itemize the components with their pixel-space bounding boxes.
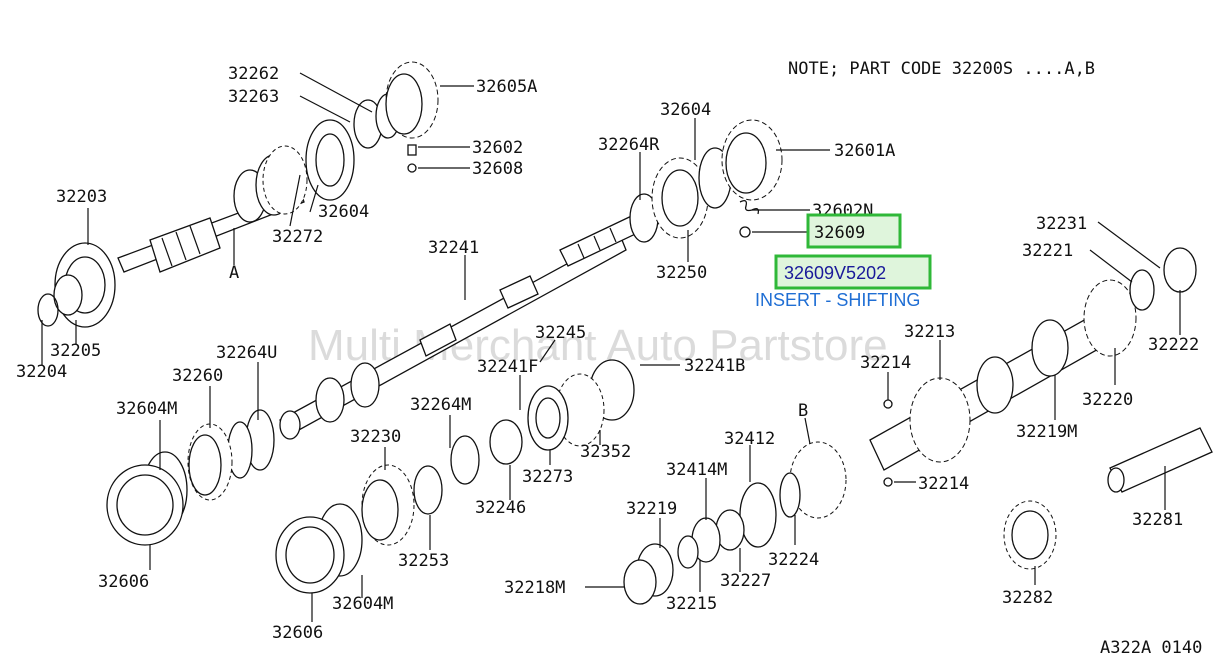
- label-32606-bottom[interactable]: 32606: [272, 623, 323, 643]
- synchro-group-left: [106, 409, 275, 546]
- label-32262[interactable]: 32262: [228, 64, 279, 84]
- label-32264R[interactable]: 32264R: [598, 135, 660, 155]
- synchro-group-center: [275, 359, 635, 594]
- part-description: INSERT - SHIFTING: [755, 290, 920, 310]
- label-32601A[interactable]: 32601A: [834, 141, 895, 161]
- label-32220[interactable]: 32220: [1082, 390, 1133, 410]
- reverse-gear-group: [629, 119, 783, 243]
- label-32281[interactable]: 32281: [1132, 510, 1183, 530]
- part-number[interactable]: 32609V5202: [784, 263, 886, 283]
- part-labels: 32262 32263 32605A 32602 32608 32604 322…: [16, 64, 1199, 643]
- label-32214-bottom[interactable]: 32214: [918, 474, 969, 494]
- label-32241B[interactable]: 32241B: [684, 356, 745, 376]
- label-32203[interactable]: 32203: [56, 187, 107, 207]
- label-32606-left[interactable]: 32606: [98, 572, 149, 592]
- label-32604-top[interactable]: 32604: [318, 202, 369, 222]
- label-32604M-left[interactable]: 32604M: [116, 399, 177, 419]
- label-32213[interactable]: 32213: [904, 322, 955, 342]
- reverse-idler-shaft: [1003, 427, 1213, 570]
- highlight-label-box[interactable]: [806, 213, 902, 249]
- label-32272[interactable]: 32272: [272, 227, 323, 247]
- label-32218M[interactable]: 32218M: [504, 578, 565, 598]
- letter-b: B: [798, 401, 808, 421]
- label-32260[interactable]: 32260: [172, 366, 223, 386]
- label-32214-top[interactable]: 32214: [860, 353, 911, 373]
- label-32263[interactable]: 32263: [228, 87, 279, 107]
- label-32241F[interactable]: 32241F: [477, 357, 538, 377]
- label-32219M[interactable]: 32219M: [1016, 422, 1077, 442]
- countershaft-assembly: [869, 247, 1197, 487]
- label-32602[interactable]: 32602: [472, 138, 523, 158]
- label-32241[interactable]: 32241: [428, 238, 479, 258]
- label-32221[interactable]: 32221: [1022, 241, 1073, 261]
- output-shaft-assembly: [279, 211, 649, 440]
- label-32230[interactable]: 32230: [350, 427, 401, 447]
- label-32227[interactable]: 32227: [720, 571, 771, 591]
- label-32352[interactable]: 32352: [580, 442, 631, 462]
- diagram-code: A322A 0140: [1100, 638, 1202, 658]
- label-32604M-bottom[interactable]: 32604M: [332, 594, 393, 614]
- label-32205[interactable]: 32205: [50, 341, 101, 361]
- label-32222[interactable]: 32222: [1148, 335, 1199, 355]
- highlighted-part[interactable]: 32609 32609V5202 INSERT - SHIFTING: [755, 213, 932, 310]
- label-32264M[interactable]: 32264M: [410, 395, 471, 415]
- label-32273[interactable]: 32273: [522, 467, 573, 487]
- part-code-note: NOTE; PART CODE 32200S ....A,B: [788, 59, 1095, 79]
- leader-lines: [41, 72, 1181, 622]
- label-32246[interactable]: 32246: [475, 498, 526, 518]
- letter-a: A: [229, 263, 239, 283]
- label-32608[interactable]: 32608: [472, 159, 523, 179]
- reverse-idler-group: [623, 441, 847, 605]
- part-number-box[interactable]: [774, 254, 932, 290]
- label-32224[interactable]: 32224: [768, 550, 819, 570]
- label-32245[interactable]: 32245: [535, 323, 586, 343]
- label-32412[interactable]: 32412: [724, 429, 775, 449]
- label-32231[interactable]: 32231: [1036, 214, 1087, 234]
- label-32605A[interactable]: 32605A: [476, 77, 537, 97]
- label-32609[interactable]: 32609: [814, 223, 865, 243]
- label-32264U[interactable]: 32264U: [216, 343, 277, 363]
- label-32250[interactable]: 32250: [656, 263, 707, 283]
- label-32215[interactable]: 32215: [666, 594, 717, 614]
- label-32219[interactable]: 32219: [626, 499, 677, 519]
- label-32253[interactable]: 32253: [398, 551, 449, 571]
- label-32282[interactable]: 32282: [1002, 588, 1053, 608]
- label-32204[interactable]: 32204: [16, 362, 67, 382]
- label-32414M[interactable]: 32414M: [666, 460, 727, 480]
- label-32604-mid[interactable]: 32604: [660, 100, 711, 120]
